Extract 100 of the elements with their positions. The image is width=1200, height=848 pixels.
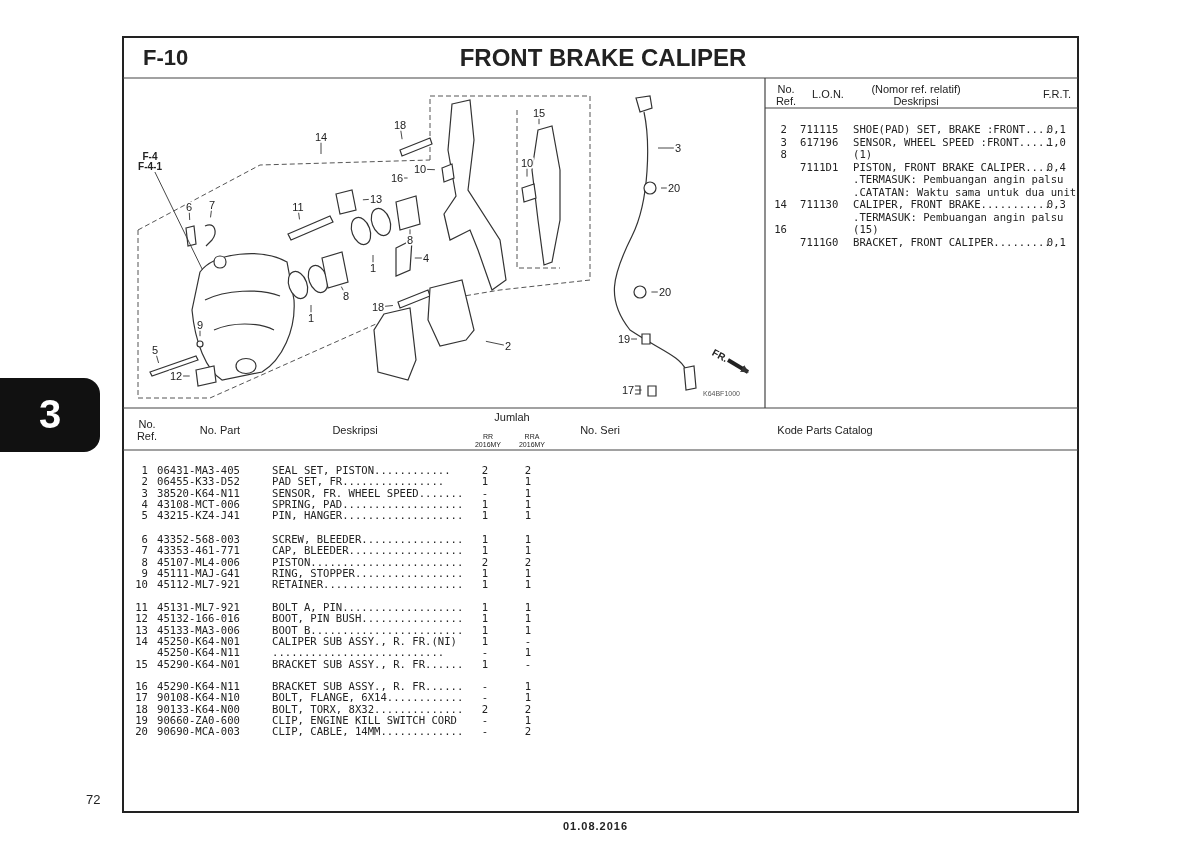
leader-line [362,198,370,201]
table-cell-text: 1 [523,579,533,591]
table-cell: 13 [135,624,148,637]
table-cell-text: 1 [523,714,533,727]
table-cell-text: 1 [480,602,490,614]
table-cell: 43215-KZ4-J41 [157,510,240,522]
table-cell: 2 [780,124,787,136]
table-cell: 8 [780,149,787,161]
table-cell-text: 1 [480,534,490,546]
table-cell: 45111-MAJ-G41 [157,567,240,580]
table-cell-text: - [480,692,490,704]
table-cell-text: 1 [480,567,490,580]
table-cell: RING, STOPPER................. [272,567,464,580]
table-cell-text: 1 [480,476,490,488]
leader-line [400,130,403,140]
callout-number: 9 [195,319,205,331]
table-cell: 90133-K64-N00 [157,703,240,716]
callout-number: 10 [519,157,535,169]
callout-number: 8 [405,234,415,246]
table-cell-text: 1 [523,602,533,614]
table-cell: 20 [135,726,148,738]
table-cell-text: 2 [480,703,490,716]
table-cell: 06455-K33-D52 [157,476,240,488]
leader-line [210,210,212,218]
column-header: No. Part [198,424,242,437]
table-cell: .TERMASUK: Pembuangan angin palsu [853,211,1064,224]
table-cell-text: - [480,487,490,500]
callout-number: 20 [666,182,682,194]
callout-number: 6 [184,201,194,213]
callout-number: 20 [657,286,673,298]
table-cell: 38520-K64-N11 [157,487,240,500]
leader-line [199,330,201,337]
callout-number: 10 [412,163,428,175]
callout-number: 5 [150,344,160,356]
leader-line [538,118,540,125]
callout-number: 15 [531,107,547,119]
leader-line [414,257,423,259]
table-cell-text: 1 [523,476,533,488]
table-cell: 45250-K64-N01 [157,635,240,648]
table-cell: 6 [141,534,148,546]
leader-line [298,212,300,220]
table-cell: 06431-MA3-405 [157,465,240,477]
table-cell: .TERMASUK: Pembuangan angin palsu [853,174,1064,186]
table-cell: BOLT, FLANGE, 6X14............ [272,692,464,704]
table-cell-text: 2 [523,556,533,569]
table-cell: BOLT, TORX, 8X32.............. [272,703,464,716]
table-cell: 45290-K64-N11 [157,681,240,693]
callout-number: 8 [341,290,351,302]
callout-number: 18 [392,119,408,131]
callout-number: 13 [368,193,384,205]
table-cell: 711115 [800,124,839,136]
table-cell-text: 1 [480,658,490,671]
table-cell: 45131-ML7-921 [157,602,240,614]
table-cell: SPRING, PAD................... [272,498,464,511]
leader-line [485,340,505,346]
table-cell: 17 [135,692,148,704]
table-cell-text: 2 [480,465,490,477]
leader-line [657,147,675,149]
leader-line [310,304,312,313]
table-cell-text: 1 [523,613,533,625]
callout-number: 12 [168,370,184,382]
column-header: No. Ref. [135,418,159,443]
table-cell: 7111G0 [800,236,839,249]
table-cell-text: 1 [523,510,533,522]
table-cell: 5 [141,510,148,522]
table-cell: PIN, HANGER................... [272,510,464,522]
table-cell: 16 [135,681,148,693]
table-cell: 12 [135,613,148,625]
table-cell: CALIPER SUB ASSY., R. FR.(NI) [272,635,457,648]
table-cell: BOOT, PIN BUSH................ [272,613,464,625]
table-cell: 19 [135,714,148,727]
table-cell: CAP, BLEEDER.................. [272,545,464,557]
table-cell: CLIP, ENGINE KILL SWITCH CORD [272,714,457,727]
table-cell-text: 1 [523,498,533,511]
table-cell: 0,1 [1046,236,1066,249]
callout-number: 2 [503,340,513,352]
table-cell: 90660-ZA0-600 [157,714,240,727]
table-cell: PISTON........................ [272,556,464,569]
callout-number: 16 [389,172,405,184]
leader-line [156,355,160,364]
table-cell: .CATATAN: Waktu sama untuk dua unit [853,186,1077,199]
table-cell: (1) [853,149,873,161]
date-label: 01.08.2016 [563,820,629,833]
table-cell: PAD SET, FR................ [272,476,445,488]
title: FRONT BRAKE CALIPER [458,45,748,72]
table-cell-text: 1 [523,647,533,659]
table-cell-text: 1 [523,692,533,704]
table-cell: 711130 [800,199,839,211]
column-header: F.R.T. [1041,88,1073,101]
table-cell: 0,3 [1046,199,1066,211]
table-cell: 0,1 [1046,124,1066,136]
table-cell-text: 1 [523,545,533,557]
table-cell-text: 1 [523,567,533,580]
leader-line [154,171,203,271]
table-cell: 7 [141,545,148,557]
table-cell: (15) [853,224,879,236]
leader-line [188,212,191,221]
table-cell: 7111D1 [800,161,839,174]
table-cell-text: - [480,726,490,738]
table-cell-text: 1 [523,534,533,546]
